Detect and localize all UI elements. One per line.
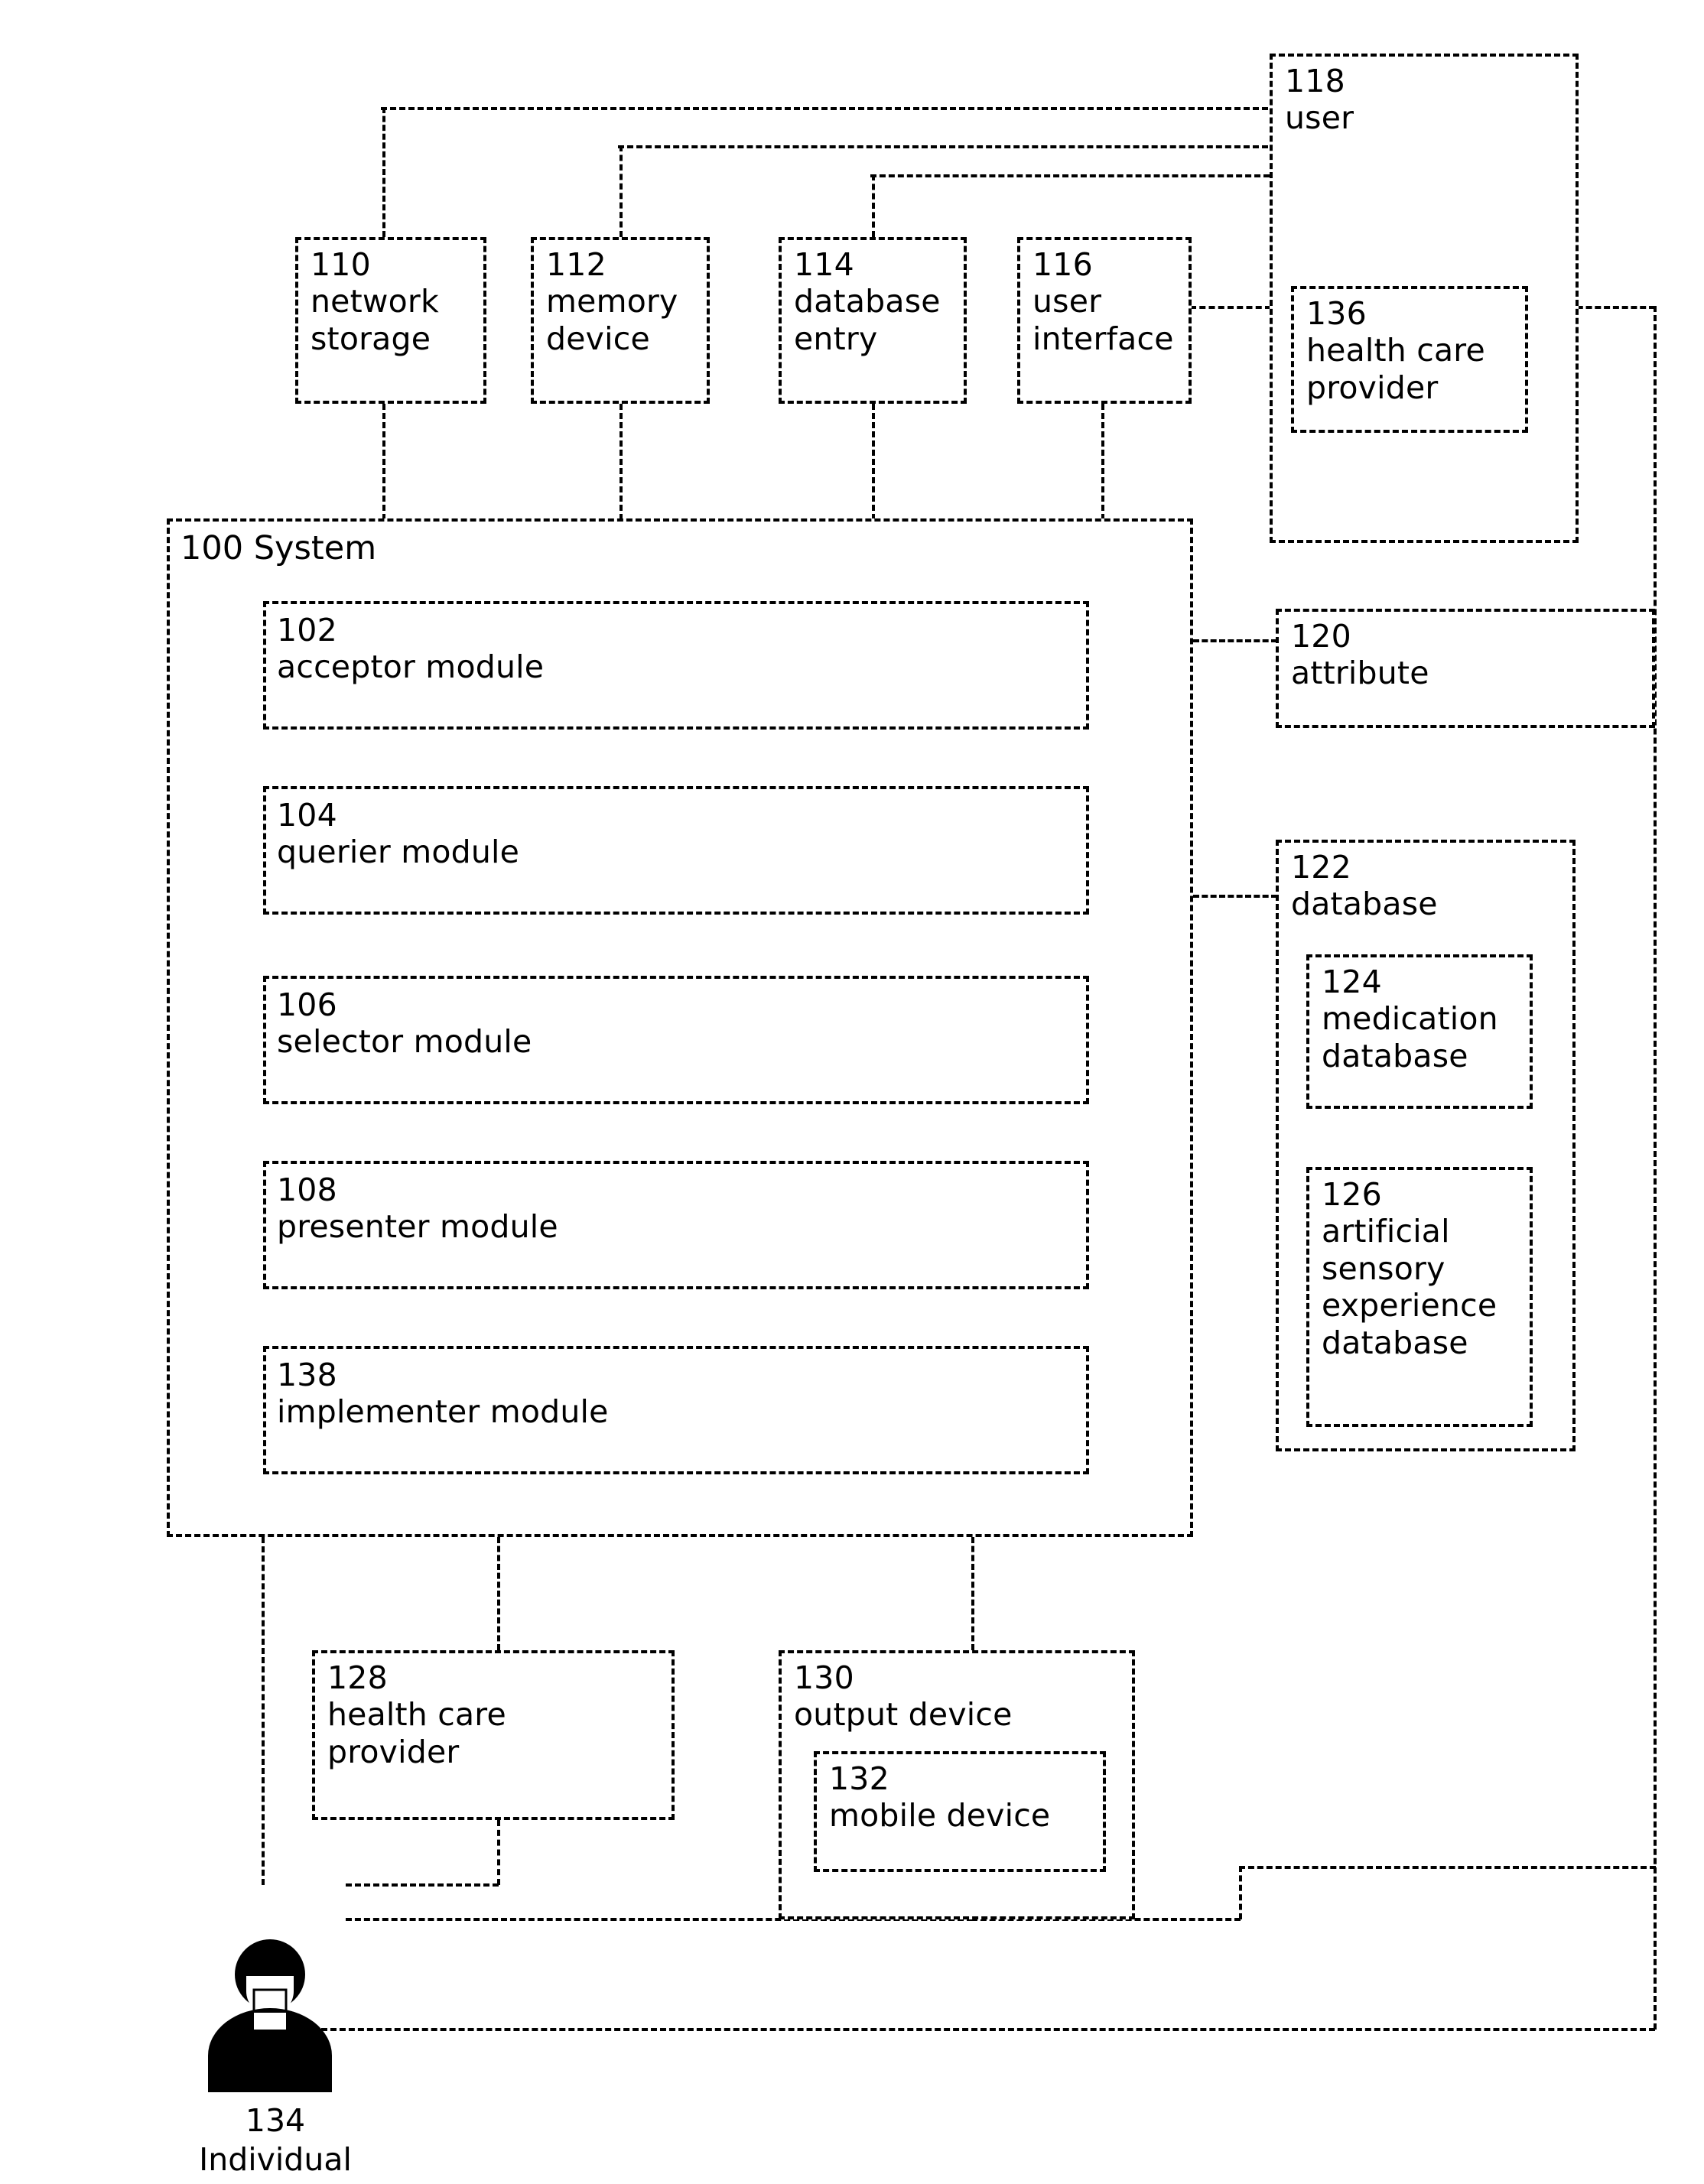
block-118-number: 118 xyxy=(1285,63,1345,99)
connector-128-to-individual xyxy=(346,1883,499,1887)
block-118-label: user xyxy=(1285,99,1354,137)
connector-114-to-system xyxy=(872,404,875,520)
block-122-number: 122 xyxy=(1291,849,1351,886)
block-128-health-care-provider[interactable]: 128 health care provider xyxy=(312,1650,675,1820)
block-120-label: attribute xyxy=(1291,655,1429,692)
block-104-querier-module[interactable]: 104 querier module xyxy=(263,786,1089,915)
block-104-number: 104 xyxy=(277,797,337,834)
block-110-label: network storage xyxy=(311,283,439,357)
block-122-label: database xyxy=(1291,886,1438,923)
block-118-user[interactable]: 118 user 136 health care provider xyxy=(1270,54,1579,543)
block-100-system[interactable]: 100 System 102 acceptor module 104 queri… xyxy=(167,518,1193,1537)
block-138-label: implementer module xyxy=(277,1393,609,1431)
block-136-label: health care provider xyxy=(1306,332,1485,406)
connector-system-to-128 xyxy=(497,1537,500,1650)
block-106-label: selector module xyxy=(277,1023,532,1061)
block-102-label: acceptor module xyxy=(277,648,545,686)
block-114-database-entry[interactable]: 114 database entry xyxy=(779,237,967,404)
connector-system-left-drop xyxy=(262,1537,265,1885)
connector-system-to-120 xyxy=(1193,639,1277,642)
block-130-output-device[interactable]: 130 output device 132 mobile device xyxy=(779,1650,1135,1919)
connector-right-rail-to-individual xyxy=(321,2028,1655,2031)
connector-right-rail-vertical xyxy=(1654,306,1657,2030)
individual-label: Individual xyxy=(199,2141,352,2179)
connector-116-to-system xyxy=(1101,404,1104,520)
connector-110-to-system xyxy=(382,404,385,520)
block-132-mobile-device[interactable]: 132 mobile device xyxy=(814,1751,1106,1872)
block-108-presenter-module[interactable]: 108 presenter module xyxy=(263,1161,1089,1289)
connector-130-riser xyxy=(1239,1866,1242,1919)
block-108-label: presenter module xyxy=(277,1208,558,1246)
connector-110-horizontal xyxy=(381,107,1268,110)
block-106-selector-module[interactable]: 106 selector module xyxy=(263,976,1089,1104)
block-124-medication-database[interactable]: 124 medication database xyxy=(1306,954,1533,1109)
block-116-user-interface[interactable]: 116 user interface xyxy=(1017,237,1192,404)
block-130-number: 130 xyxy=(794,1659,854,1696)
block-104-label: querier module xyxy=(277,834,520,871)
connector-110-vertical-up xyxy=(382,107,385,237)
connector-128-drop xyxy=(497,1820,500,1885)
block-112-number: 112 xyxy=(546,246,606,283)
block-126-number: 126 xyxy=(1322,1176,1382,1213)
block-108-number: 108 xyxy=(277,1172,337,1208)
block-138-implementer-module[interactable]: 138 implementer module xyxy=(263,1346,1089,1474)
block-126-artificial-sensory-experience-database[interactable]: 126 artificial sensory experience databa… xyxy=(1306,1167,1533,1427)
block-132-number: 132 xyxy=(829,1760,889,1797)
block-114-number: 114 xyxy=(794,246,854,283)
block-124-label: medication database xyxy=(1322,1000,1498,1074)
system-title: 100 System xyxy=(180,529,377,567)
block-124-number: 124 xyxy=(1322,964,1382,1000)
block-132-label: mobile device xyxy=(829,1797,1051,1835)
block-128-label: health care provider xyxy=(327,1696,506,1770)
block-136-health-care-provider[interactable]: 136 health care provider xyxy=(1291,286,1528,433)
connector-130-run xyxy=(971,1918,1241,1921)
block-130-label: output device xyxy=(794,1696,1013,1734)
block-120-number: 120 xyxy=(1291,618,1351,655)
block-116-number: 116 xyxy=(1032,246,1093,283)
block-112-memory-device[interactable]: 112 memory device xyxy=(531,237,710,404)
block-110-number: 110 xyxy=(311,246,371,283)
individual-caption: 134 Individual xyxy=(153,2101,398,2180)
block-102-number: 102 xyxy=(277,612,337,648)
connector-114-horizontal xyxy=(870,174,1270,177)
person-icon xyxy=(197,1939,343,2092)
connector-system-to-130 xyxy=(971,1537,974,1650)
block-102-acceptor-module[interactable]: 102 acceptor module xyxy=(263,601,1089,730)
connector-118-right-stub xyxy=(1568,306,1655,309)
block-110-network-storage[interactable]: 110 network storage xyxy=(295,237,486,404)
block-112-label: memory device xyxy=(546,283,678,357)
block-138-number: 138 xyxy=(277,1357,337,1393)
connector-130-to-individual xyxy=(346,1918,973,1921)
connector-116-to-118 xyxy=(1190,306,1271,309)
individual-number: 134 xyxy=(245,2102,306,2139)
block-120-attribute[interactable]: 120 attribute xyxy=(1276,609,1655,728)
block-128-number: 128 xyxy=(327,1659,388,1696)
connector-system-to-122 xyxy=(1193,895,1277,898)
block-136-number: 136 xyxy=(1306,295,1367,332)
connector-112-horizontal xyxy=(618,145,1268,148)
connector-112-vertical-up xyxy=(619,145,623,237)
block-114-label: database entry xyxy=(794,283,941,357)
connector-112-to-system xyxy=(619,404,623,520)
block-116-label: user interface xyxy=(1032,283,1174,357)
connector-114-vertical-up xyxy=(872,174,875,237)
block-122-database[interactable]: 122 database 124 medication database 126… xyxy=(1276,840,1576,1451)
connector-130-top-run xyxy=(1239,1866,1656,1869)
block-126-label: artificial sensory experience database xyxy=(1322,1213,1498,1361)
block-106-number: 106 xyxy=(277,986,337,1023)
